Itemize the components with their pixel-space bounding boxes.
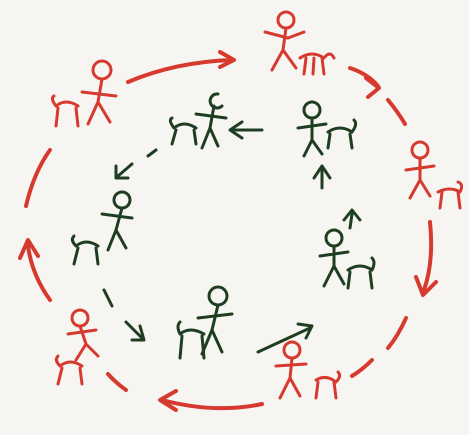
inner-arrow-right-lower: [350, 214, 352, 228]
